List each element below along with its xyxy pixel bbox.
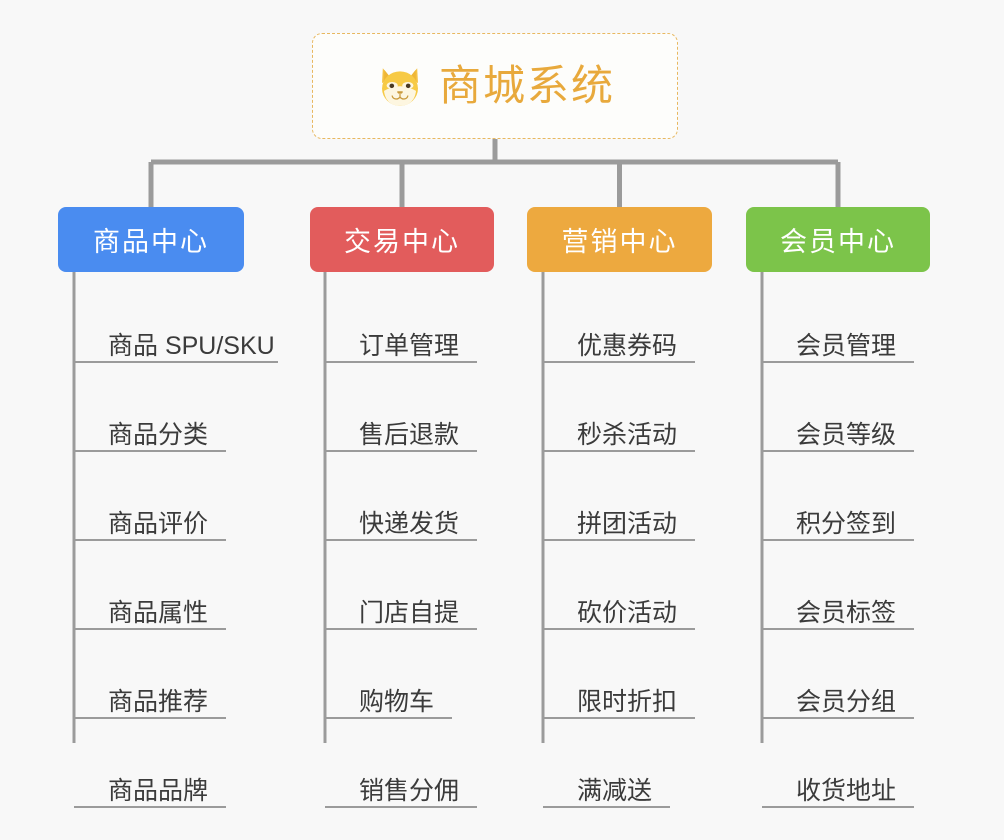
leaf-item[interactable]: 会员管理 [762,317,914,363]
leaf-label: 销售分佣 [359,776,460,805]
column-product-center: 商品中心商品 SPU/SKU 商品分类商品评价商品属性商品推荐商品品牌 [58,207,278,808]
leaf-label: 拼团活动 [577,509,678,538]
leaf-item[interactable]: 秒杀活动 [543,406,695,452]
leaf-label: 商品属性 [108,598,209,627]
category-label: 营销中心 [561,227,678,257]
leaf-item[interactable]: 会员分组 [762,673,914,719]
leaf-label: 商品分类 [108,420,209,449]
root-node[interactable]: 商城系统 [312,33,678,139]
leaf-label: 积分签到 [796,509,897,538]
leaf-label: 购物车 [359,687,435,716]
leaf-item[interactable]: 拼团活动 [543,495,695,541]
leaf-label: 快递发货 [359,509,460,538]
leaf-item[interactable]: 限时折扣 [543,673,695,719]
category-box-member-center[interactable]: 会员中心 [746,207,930,272]
leaf-label: 商品评价 [108,509,209,538]
leaf-label: 收货地址 [796,776,897,805]
leaf-label: 会员标签 [796,598,897,627]
leaf-label: 秒杀活动 [577,420,678,449]
leaf-item[interactable]: 商品分类 [74,406,226,452]
category-box-marketing-center[interactable]: 营销中心 [527,207,712,272]
category-label: 交易中心 [344,227,460,257]
leaf-label: 订单管理 [359,331,460,360]
leaf-label: 满减送 [577,776,653,805]
leaf-label: 售后退款 [359,420,460,449]
leaf-label: 会员管理 [796,331,897,360]
leaf-item[interactable]: 快递发货 [325,495,477,541]
category-label: 会员中心 [780,227,896,257]
leaf-item[interactable]: 商品属性 [74,584,226,630]
column-member-center: 会员中心会员管理会员等级积分签到会员标签会员分组收货地址 [746,207,930,808]
category-label: 商品中心 [93,227,209,257]
leaf-label: 商品推荐 [108,687,209,716]
leaf-label: 会员等级 [796,420,897,449]
category-box-trade-center[interactable]: 交易中心 [310,207,494,272]
leaf-label: 会员分组 [796,687,897,716]
leaf-item[interactable]: 会员标签 [762,584,914,630]
category-box-product-center[interactable]: 商品中心 [58,207,244,272]
leaf-label: 砍价活动 [577,598,678,627]
leaf-item[interactable]: 商品品牌 [74,762,226,808]
leaf-item[interactable]: 门店自提 [325,584,477,630]
leaf-item[interactable]: 售后退款 [325,406,477,452]
leaf-item[interactable]: 积分签到 [762,495,914,541]
leaf-item[interactable]: 收货地址 [762,762,914,808]
leaf-label: 商品品牌 [108,776,209,805]
shiba-dog-face-icon [382,68,418,108]
leaf-item[interactable]: 会员等级 [762,406,914,452]
leaf-item[interactable]: 商品推荐 [74,673,226,719]
leaf-label: 门店自提 [359,598,460,627]
column-marketing-center: 营销中心优惠券码秒杀活动拼团活动砍价活动限时折扣满减送 [527,207,712,808]
leaf-item[interactable]: 商品评价 [74,495,226,541]
leaf-label: 商品 SPU/SKU [108,331,275,360]
leaf-item[interactable]: 订单管理 [325,317,477,363]
column-trade-center: 交易中心订单管理售后退款快递发货门店自提购物车销售分佣 [310,207,494,808]
leaf-item[interactable]: 砍价活动 [543,584,695,630]
leaf-item[interactable]: 商品 SPU/SKU [74,317,278,363]
leaf-label: 限时折扣 [577,687,678,716]
leaf-item[interactable]: 优惠券码 [543,317,695,363]
leaf-item[interactable]: 销售分佣 [325,762,477,808]
leaf-label: 优惠券码 [577,331,678,360]
leaf-item[interactable]: 满减送 [543,762,670,808]
leaf-item[interactable]: 购物车 [325,673,452,719]
root-title: 商城系统 [438,62,615,109]
